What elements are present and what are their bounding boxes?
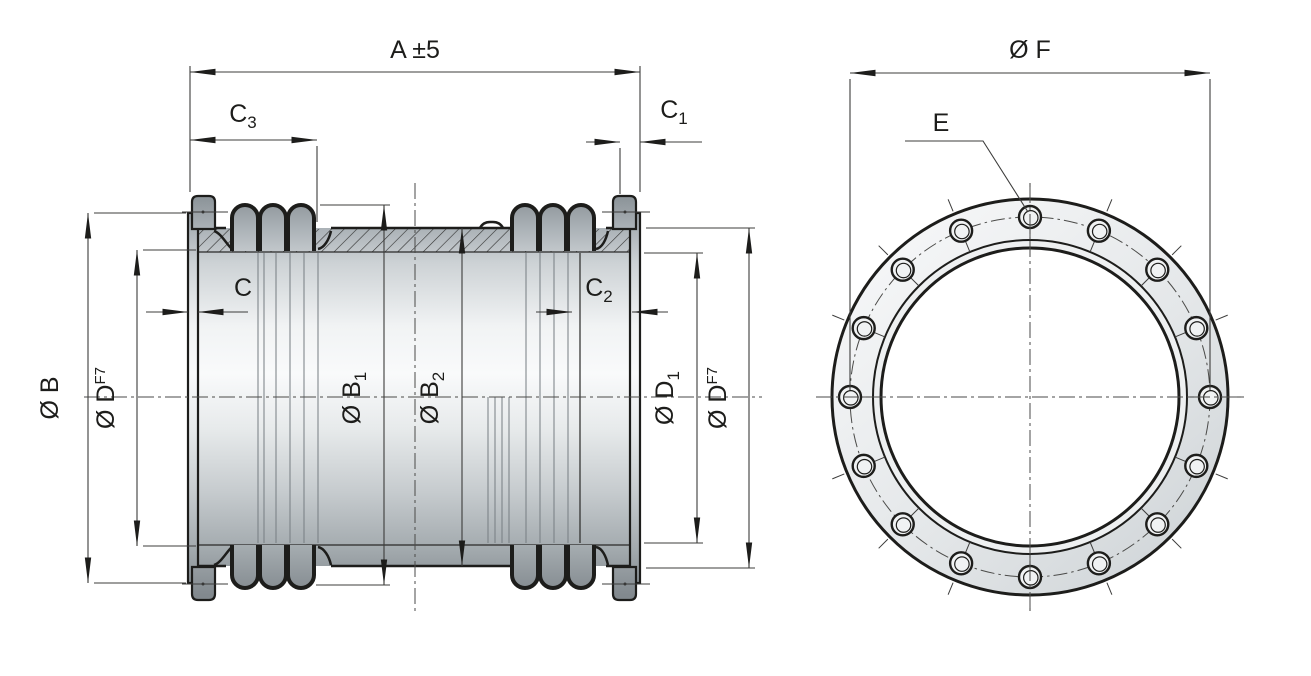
dim-label-dia-b1: Ø B1 (338, 372, 370, 425)
side-view (84, 183, 762, 613)
bellows-convolution-bottom (538, 543, 568, 590)
bolt-holes (816, 183, 1244, 611)
dim-label-total-length: A ±5 (390, 36, 440, 64)
dim-label-c: C (234, 274, 252, 302)
side-view-dimensions: A ±5 C3 C1 C C2 Ø B Ø DF7 Ø B1 Ø B2 Ø D1 (36, 36, 755, 586)
dim-label-dia-d-f7-left: Ø DF7 (92, 367, 120, 429)
dim-label-dia-d1: Ø D1 (651, 371, 683, 425)
flange-lips (182, 194, 650, 602)
dim-label-dia-f: Ø F (1009, 36, 1051, 64)
extension-lines (94, 66, 755, 586)
dim-dia-f-extensions (849, 79, 1211, 390)
dim-label-dia-d-f7-right: Ø DF7 (704, 367, 732, 429)
dim-label-dia-b2: Ø B2 (416, 372, 448, 425)
bellows-convolution-top (258, 203, 288, 253)
front-view: Ø F E (816, 36, 1244, 612)
dim-label-bolt-hole: E (933, 109, 950, 137)
bolt-hole-leader-line (905, 140, 1029, 213)
right-flange-face (628, 211, 642, 585)
left-flange-face (186, 211, 200, 585)
dim-label-c3: C3 (229, 100, 257, 132)
internal-lines (257, 253, 581, 543)
bellows-convolution-top (230, 203, 260, 253)
bellows-convolution-top (566, 203, 596, 253)
bellows-convolution-top (510, 203, 540, 253)
bellows-convolution-bottom (566, 543, 596, 590)
bellows-convolution-bottom (230, 543, 260, 590)
dim-label-dia-b: Ø B (36, 376, 64, 419)
bellows-convolution-top (538, 203, 568, 253)
bellows-convolution-bottom (258, 543, 288, 590)
dim-label-c2: C2 (585, 274, 613, 306)
bellows-convolution-bottom (286, 543, 316, 590)
bellows-convolution-top (286, 203, 316, 253)
dim-label-c1: C1 (660, 96, 688, 128)
bellows-convolution-bottom (510, 543, 540, 590)
